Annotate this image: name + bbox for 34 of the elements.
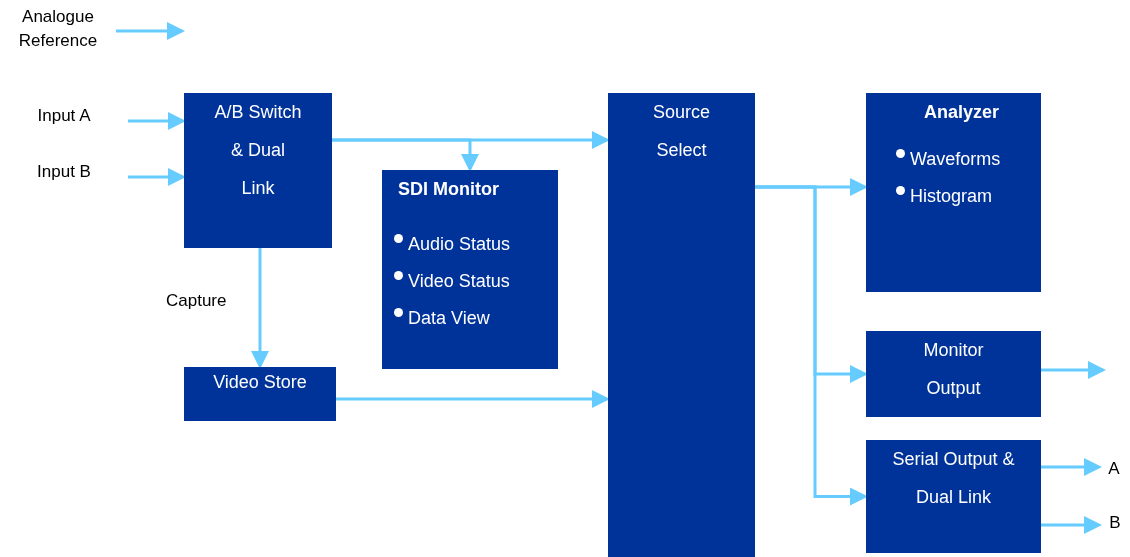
block-title: SDI Monitor: [398, 178, 499, 201]
input-label: Input B: [0, 160, 128, 182]
arrow: [116, 22, 185, 40]
arrow: [1041, 361, 1106, 379]
input-label: A: [1100, 457, 1128, 479]
block-box: [184, 93, 332, 248]
block-label: Monitor Output: [922, 339, 985, 400]
block-box: [866, 440, 1041, 553]
feature-item: Audio Status: [408, 233, 511, 256]
block-box: [866, 331, 1041, 417]
arrow: [128, 168, 186, 186]
feature-item: Waveforms: [910, 148, 1001, 171]
block-label: Serial Output & Dual Link: [891, 448, 1016, 509]
arrow: [332, 138, 479, 172]
block-label: A/B Switch & Dual Link: [213, 101, 303, 200]
arrow: [1041, 458, 1102, 476]
arrow: [755, 185, 868, 506]
block-box: [866, 93, 1041, 292]
block-box: [184, 367, 336, 421]
block-title: Analyzer: [924, 101, 1000, 124]
input-label: Input A: [0, 104, 128, 126]
block-box: [608, 93, 755, 557]
feature-item: Histogram: [910, 185, 993, 208]
arrow: [251, 248, 269, 369]
feature-item: Data View: [408, 307, 490, 330]
block-label: Source Select: [651, 101, 711, 162]
input-label: Analogue Reference: [0, 5, 116, 53]
feature-item: Video Status: [408, 270, 510, 293]
input-label: B: [1100, 511, 1130, 533]
block-label: Video Store: [212, 371, 308, 394]
block-box: [382, 170, 558, 369]
arrow: [128, 112, 186, 130]
arrow: [336, 390, 610, 408]
arrow: [1041, 516, 1102, 534]
